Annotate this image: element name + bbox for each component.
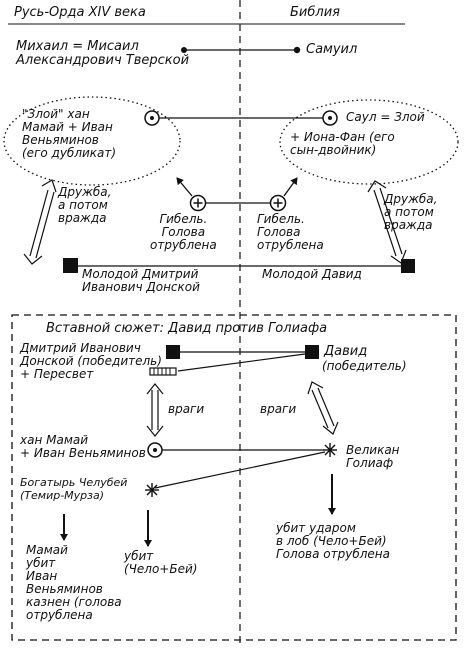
iona-label: + Иона-Фан (его сын-двойник) — [290, 130, 395, 157]
young-david-marker-icon — [401, 259, 415, 273]
david-label: Давид — [324, 344, 368, 359]
young-david-label: Молодой Давид — [262, 267, 362, 281]
death-left-arrow — [176, 177, 193, 197]
friendship-left-label: Дружба, а потом вражда — [58, 185, 112, 225]
david-note-label: (победитель) — [322, 359, 407, 373]
chelubei-goliath-link — [154, 451, 326, 489]
enemies-left-label: враги — [168, 402, 205, 416]
friendship-left-double-arrow — [23, 179, 57, 265]
enemies-left-double-arrow — [146, 383, 164, 437]
chelubei-label: Богатырь Челубей (Темир-Мурза) — [20, 476, 128, 502]
saul-label: Саул = Злой — [346, 110, 425, 124]
death-right-arrow — [283, 177, 298, 197]
friendship-right-label: Дружба, а потом вражда — [384, 192, 438, 232]
mamai-group-ellipse — [3, 96, 181, 186]
enemies-right-double-arrow — [307, 381, 339, 435]
mamai-marker-icon — [144, 110, 160, 126]
mamai-label: "Злой" хан Мамай + Иван Веньяминов (его … — [22, 107, 117, 160]
inset-title: Вставной сюжет: Давид против Голиафа — [46, 321, 328, 336]
inset-mamai-marker-icon — [147, 442, 163, 458]
death-right-label: Гибель. Голова отрублена — [257, 212, 324, 252]
peresvet-marker-icon — [149, 367, 177, 376]
friendship-right-double-arrow — [367, 180, 407, 264]
david-marker-icon — [305, 345, 319, 359]
saul-marker-icon — [322, 110, 338, 126]
saul-group-ellipse — [279, 99, 459, 185]
mikhail-dot — [181, 47, 187, 53]
mikhail-label: Михаил = Мисаил Александрович Тверской — [16, 39, 190, 68]
peresvet-david-link — [177, 353, 306, 372]
young-dmitry-marker-icon — [63, 258, 78, 273]
dmitry-marker-icon — [166, 345, 180, 359]
samuil-label: Самуил — [306, 42, 358, 57]
young-dmitry-label: Молодой Дмитрий Иванович Донской — [82, 267, 200, 294]
enemies-right-label: враги — [260, 402, 297, 416]
right-title: Библия — [290, 5, 340, 20]
mamai-fate-label: Мамай убит Иван Веньяминов казнен (голов… — [26, 543, 122, 622]
chelubei-fate-label: убит (Чело+Бей) — [124, 549, 198, 576]
death-right-icon — [269, 194, 287, 212]
inset-mamai-label: хан Мамай + Иван Веньяминов — [20, 433, 146, 460]
death-left-label: Гибель. Голова отрублена — [150, 212, 217, 252]
goliath-label: Великан Голиаф — [346, 443, 400, 470]
goliath-asterisk-icon — [323, 443, 337, 457]
samuil-dot — [293, 46, 301, 54]
dmitry-label: Дмитрий Иванович Донской (победитель) + … — [20, 341, 162, 381]
inset-box — [11, 314, 457, 641]
death-left-icon — [189, 194, 207, 212]
goliath-fate-label: убит ударом в лоб (Чело+Бей) Голова отру… — [276, 521, 390, 561]
left-title: Русь-Орда XIV века — [14, 5, 146, 20]
chelubei-asterisk-icon — [145, 483, 159, 497]
